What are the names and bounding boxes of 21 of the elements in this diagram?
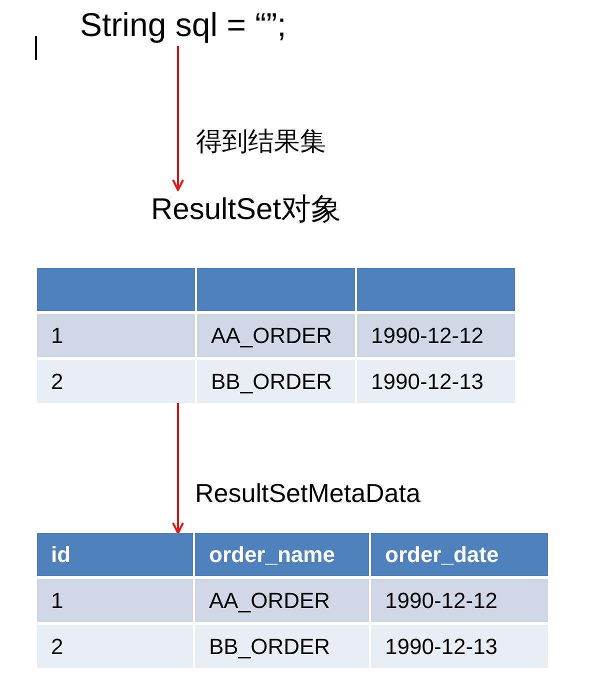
table-cell: AA_ORDER bbox=[195, 579, 369, 622]
table-cell: 1990-12-12 bbox=[371, 579, 548, 622]
table-heading: ResultSet对象 bbox=[151, 192, 342, 228]
edge-label: 得到结果集 bbox=[196, 125, 326, 158]
edge-label: ResultSetMetaData bbox=[195, 477, 420, 510]
table-cell: 1 bbox=[37, 579, 193, 622]
table-cell: 1990-12-12 bbox=[357, 314, 515, 357]
table-cell: 1990-12-13 bbox=[371, 625, 548, 668]
table-cell: 2 bbox=[37, 360, 195, 403]
table-header-cell: order_name bbox=[195, 533, 369, 576]
arrow bbox=[172, 46, 184, 191]
table-header-cell: id bbox=[37, 533, 193, 576]
table-cell: 1 bbox=[37, 314, 195, 357]
table-cell: 2 bbox=[37, 625, 193, 668]
table-header-cell: order_date bbox=[371, 533, 548, 576]
table-cell: AA_ORDER bbox=[197, 314, 355, 357]
table-cell: BB_ORDER bbox=[197, 360, 355, 403]
arrow bbox=[172, 403, 184, 534]
table-cell: BB_ORDER bbox=[195, 625, 369, 668]
code-text: String sql = “”; bbox=[80, 4, 286, 46]
table-cell: 1990-12-13 bbox=[357, 360, 515, 403]
